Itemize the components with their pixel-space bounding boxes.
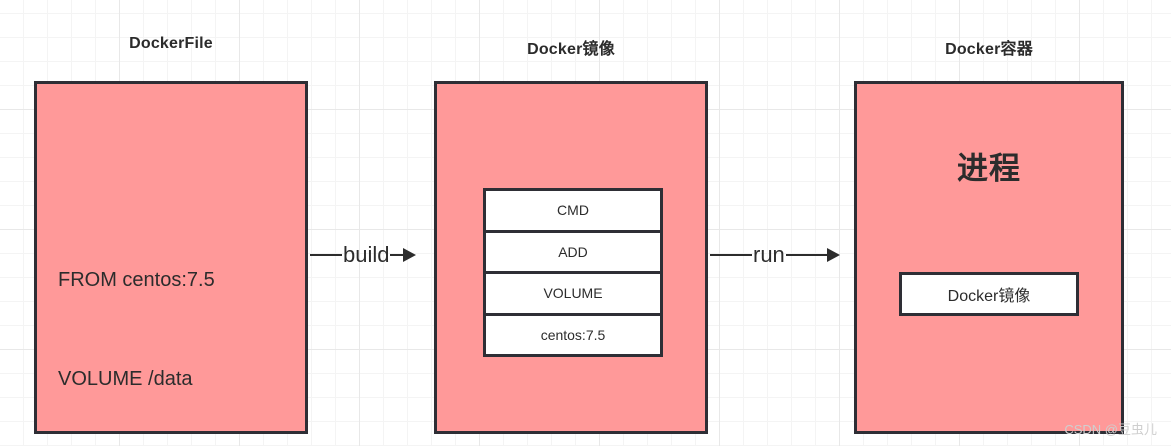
dockerfile-line-volume: VOLUME /data [58,368,193,390]
run-arrowhead-icon [826,248,840,262]
docker-container-title: Docker容器 [945,41,1033,58]
docker-container-box [854,81,1124,434]
process-label: 进程 [957,151,1021,186]
layer-row: CMD [486,191,660,233]
run-arrow-line-right [785,254,828,256]
build-arrow: build [310,238,432,272]
layer-row: ADD [486,232,660,274]
container-inner-image-box: Docker镜像 [899,272,1079,316]
dockerfile-title: DockerFile [129,35,213,52]
build-arrow-label: build [343,242,390,267]
dockerfile-box [34,81,308,434]
run-arrow-line-left [710,254,752,256]
build-arrow-line-right [390,254,405,256]
layer-row: centos:7.5 [486,315,660,354]
build-arrowhead-icon [403,248,417,262]
build-arrow-line-left [310,254,342,256]
dockerfile-content: FROM centos:7.5 VOLUME /data ADD run.sh … [58,198,303,446]
image-layer-stack: CMD ADD VOLUME centos:7.5 [483,188,663,357]
dockerfile-line-from: FROM centos:7.5 [58,269,215,291]
layer-row: VOLUME [486,274,660,316]
run-arrow-label: run [753,242,785,267]
docker-image-title: Docker镜像 [527,41,615,58]
run-arrow: run [710,238,852,272]
watermark: CSDN @豆虫儿 [1064,422,1157,437]
